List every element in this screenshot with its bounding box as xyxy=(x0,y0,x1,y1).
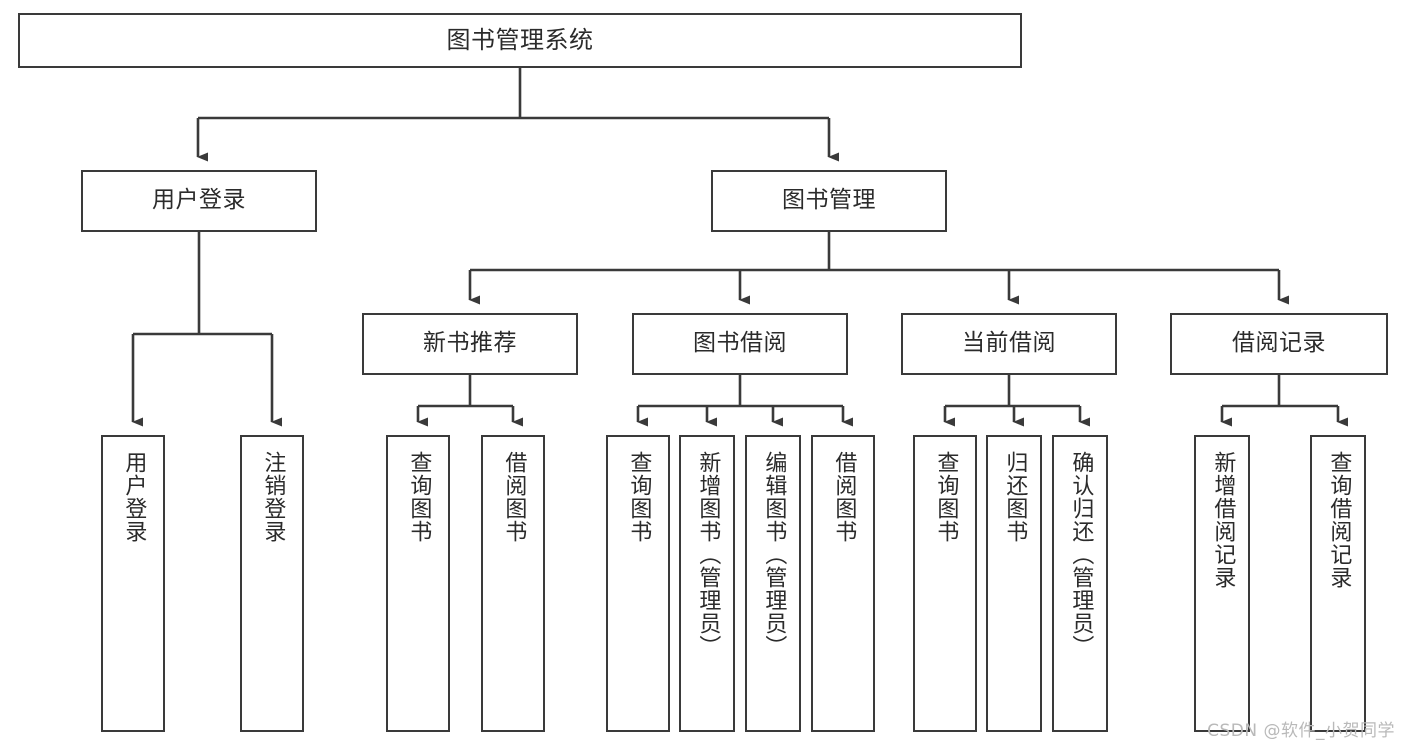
node-leaf-return-book-label: 归还图书 xyxy=(1002,451,1028,543)
node-leaf-query-book-1[interactable]: 查询图书 xyxy=(386,435,450,732)
node-current-borrow-label: 当前借阅 xyxy=(962,330,1056,357)
edges-current-borrow xyxy=(943,375,1090,427)
node-book-manage[interactable]: 图书管理 xyxy=(711,170,947,232)
node-leaf-borrow-book-2[interactable]: 借阅图书 xyxy=(811,435,875,732)
node-leaf-user-login-label: 用户登录 xyxy=(121,451,147,543)
node-leaf-borrow-book-1[interactable]: 借阅图书 xyxy=(481,435,545,732)
node-leaf-confirm-return[interactable]: 确认归还（管理员） xyxy=(1052,435,1108,732)
node-root-label: 图书管理系统 xyxy=(446,26,594,55)
node-borrow-record-label: 借阅记录 xyxy=(1232,330,1326,357)
node-new-book-rec[interactable]: 新书推荐 xyxy=(362,313,578,375)
node-book-borrow-label: 图书借阅 xyxy=(693,330,787,357)
node-borrow-record[interactable]: 借阅记录 xyxy=(1170,313,1388,375)
node-leaf-query-record[interactable]: 查询借阅记录 xyxy=(1310,435,1366,732)
edges-borrow-record xyxy=(1220,375,1348,427)
node-book-manage-label: 图书管理 xyxy=(782,187,876,214)
node-leaf-user-login[interactable]: 用户登录 xyxy=(101,435,165,732)
edges-new-book-rec xyxy=(416,375,523,427)
node-leaf-query-book-2-label: 查询图书 xyxy=(626,451,652,543)
node-leaf-borrow-book-1-label: 借阅图书 xyxy=(501,451,527,543)
node-leaf-query-book-3[interactable]: 查询图书 xyxy=(913,435,977,732)
node-book-borrow[interactable]: 图书借阅 xyxy=(632,313,848,375)
node-leaf-add-book-label: 新增图书（管理员） xyxy=(695,451,721,658)
node-current-borrow[interactable]: 当前借阅 xyxy=(901,313,1117,375)
node-user-login[interactable]: 用户登录 xyxy=(81,170,317,232)
node-leaf-query-book-3-label: 查询图书 xyxy=(933,451,959,543)
edges-book-manage xyxy=(468,232,1289,305)
node-leaf-return-book[interactable]: 归还图书 xyxy=(986,435,1042,732)
node-leaf-borrow-book-2-label: 借阅图书 xyxy=(831,451,857,543)
node-leaf-add-book[interactable]: 新增图书（管理员） xyxy=(679,435,735,732)
node-leaf-edit-book-label: 编辑图书（管理员） xyxy=(761,451,787,658)
node-leaf-query-book-2[interactable]: 查询图书 xyxy=(606,435,670,732)
edges-book-borrow xyxy=(636,375,853,427)
node-leaf-query-record-label: 查询借阅记录 xyxy=(1326,451,1352,589)
edges-root xyxy=(196,68,839,162)
node-user-login-label: 用户登录 xyxy=(152,187,246,214)
edges-user-login xyxy=(131,232,282,427)
node-leaf-add-record[interactable]: 新增借阅记录 xyxy=(1194,435,1250,732)
node-leaf-add-record-label: 新增借阅记录 xyxy=(1210,451,1236,589)
node-leaf-user-logout[interactable]: 注销登录 xyxy=(240,435,304,732)
node-leaf-query-book-1-label: 查询图书 xyxy=(406,451,432,543)
node-leaf-edit-book[interactable]: 编辑图书（管理员） xyxy=(745,435,801,732)
node-new-book-rec-label: 新书推荐 xyxy=(423,330,517,357)
node-leaf-user-logout-label: 注销登录 xyxy=(260,451,286,543)
node-leaf-confirm-return-label: 确认归还（管理员） xyxy=(1068,451,1094,658)
node-root[interactable]: 图书管理系统 xyxy=(18,13,1022,68)
